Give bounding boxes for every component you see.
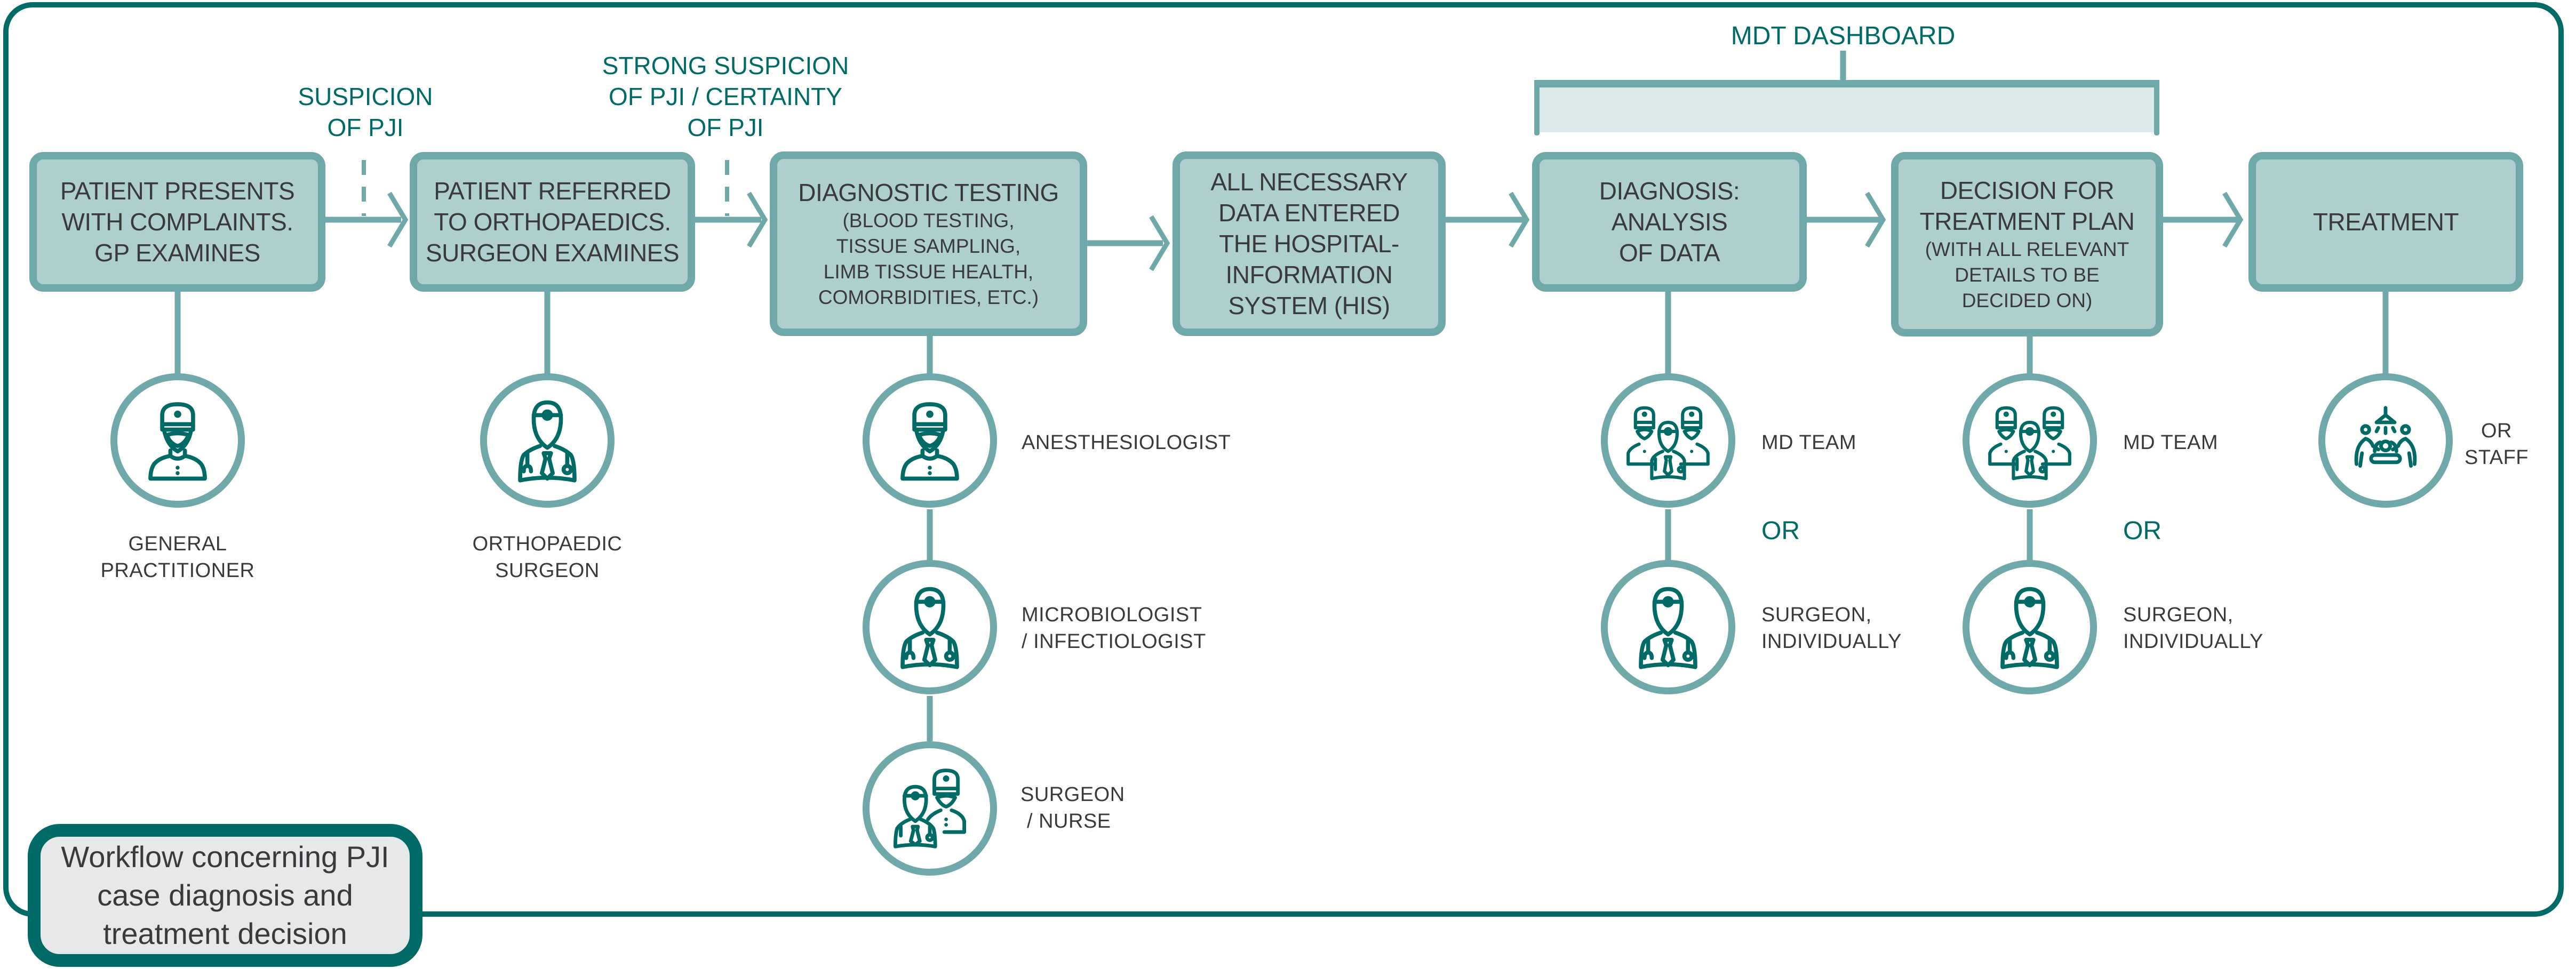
role-label-ortho: ORTHOPAEDIC SURGEON — [472, 533, 623, 582]
masked-doctor-icon — [900, 402, 959, 481]
arrow-head-6 — [2222, 191, 2244, 248]
doctor-stethoscope-icon — [518, 400, 577, 483]
role-label-surgeon-nurse: SURGEON / NURSE — [1020, 783, 1125, 832]
role-label-microbiologist: MICROBIOLOGIST / INFECTIOLOGIST — [1022, 604, 1206, 653]
diagram-title: Workflow concerning PJI case diagnosis a… — [28, 824, 422, 967]
role-label-surgeon-ind-1: SURGEON, INDIVIDUALLY — [1761, 604, 1902, 653]
role-circle-md-team-2 — [1963, 373, 2097, 508]
doctor-stethoscope-icon — [2000, 587, 2059, 669]
role-circle-surgeon-ind-2 — [1963, 560, 2097, 694]
role-circle-md-team-1 — [1601, 373, 1735, 508]
arrow-head-5 — [1865, 191, 1886, 248]
step-data-entered: ALL NECESSARY DATA ENTERED THE HOSPITAL-… — [1173, 151, 1446, 336]
doctor-and-nurse-icon — [894, 768, 966, 848]
role-label-or-staff: OR STAFF — [2465, 420, 2529, 469]
role-circle-ortho — [480, 373, 615, 508]
role-circle-anesthesiologist — [863, 373, 997, 508]
arrow-head-1 — [387, 191, 409, 248]
role-label-md-team-2: MD TEAM — [2123, 431, 2219, 454]
dashboard-right-edge — [2154, 80, 2159, 135]
role-circle-surgeon-ind-1 — [1601, 560, 1735, 694]
arrow-head-2 — [747, 191, 768, 248]
or-separator-2: OR — [2123, 517, 2162, 545]
dashboard-panel — [1538, 87, 2155, 132]
role-label-gp: GENERAL PRACTITIONER — [100, 533, 255, 582]
role-circle-surgeon-nurse — [863, 741, 997, 876]
step-decision: DECISION FOR TREATMENT PLAN (WITH ALL RE… — [1891, 152, 2163, 337]
mdt-dashboard-label: MDT DASHBOARD — [1730, 22, 1956, 50]
medical-team-icon — [1988, 406, 2071, 481]
role-circle-or-staff — [2318, 373, 2453, 508]
step-diagnosis: DIAGNOSIS: ANALYSIS OF DATA — [1532, 152, 1807, 292]
arrow-head-4 — [1509, 191, 1530, 248]
medical-team-icon — [1626, 406, 1710, 481]
masked-doctor-icon — [148, 402, 207, 481]
dashboard-bar — [1534, 80, 2159, 87]
transition-note-strong-suspicion: STRONG SUSPICION OF PJI / CERTAINTY OF P… — [602, 52, 849, 141]
operating-room-icon — [2354, 406, 2417, 468]
dashboard-left-edge — [1534, 80, 1540, 135]
arrow-head-3 — [1149, 215, 1170, 271]
step-patient-presents: PATIENT PRESENTS WITH COMPLAINTS. GP EXA… — [29, 152, 325, 292]
role-label-md-team-1: MD TEAM — [1761, 431, 1857, 454]
role-circle-gp — [110, 373, 245, 508]
role-circle-microbiologist — [863, 560, 997, 694]
doctor-stethoscope-icon — [900, 587, 959, 669]
or-separator-1: OR — [1761, 517, 1800, 545]
step-patient-referred: PATIENT REFERRED TO ORTHOPAEDICS. SURGEO… — [410, 152, 695, 292]
step-diagnostic-testing: DIAGNOSTIC TESTING (BLOOD TESTING, TISSU… — [770, 151, 1087, 336]
role-label-anesthesiologist: ANESTHESIOLOGIST — [1022, 431, 1231, 454]
doctor-stethoscope-icon — [1639, 587, 1697, 669]
role-label-surgeon-ind-2: SURGEON, INDIVIDUALLY — [2123, 604, 2263, 653]
step-treatment: TREATMENT — [2248, 152, 2523, 292]
transition-note-suspicion: SUSPICION OF PJI — [298, 83, 433, 141]
